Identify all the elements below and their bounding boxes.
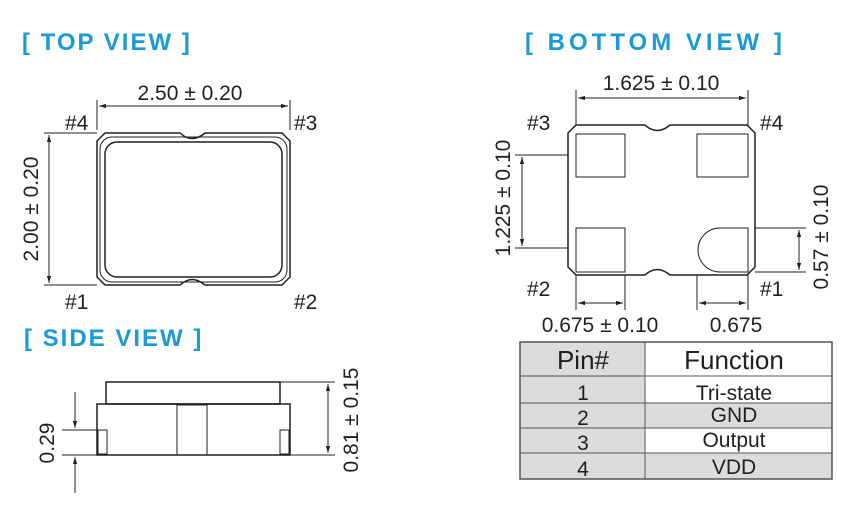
top-height-dim: 2.00 ± 0.20: [20, 157, 43, 262]
table-header-pin: Pin#: [557, 345, 610, 375]
pin-number: 1: [577, 382, 589, 405]
pad-3: [575, 133, 626, 178]
bottom-pin-1: #1: [760, 278, 783, 301]
top-pin-2: #2: [294, 291, 317, 314]
top-pin-4: #4: [65, 112, 89, 135]
pin-function: Output: [702, 429, 765, 452]
top-pin-3: #3: [294, 112, 317, 135]
pin-function: GND: [711, 404, 758, 427]
pad-1: [697, 227, 749, 273]
side-view: 0.29 0.81 ± 0.15: [36, 368, 363, 493]
top-view-title: [ TOP VIEW ]: [22, 29, 192, 56]
table-row: 2 GND: [577, 404, 757, 430]
pad-4: [696, 133, 749, 178]
table-row: 4 VDD: [577, 456, 756, 481]
bottom-pad-width-dim: 0.675 ± 0.10: [542, 314, 659, 337]
bottom-view: 1.625 ± 0.10 1.225 ± 0.10 0.57 ± 0.10 0.…: [492, 72, 833, 337]
bottom-pitch-dim: 1.625 ± 0.10: [603, 72, 720, 95]
bottom-pin-4: #4: [760, 112, 784, 135]
top-width-dim: 2.50 ± 0.20: [138, 82, 243, 105]
bottom-pin-2: #2: [527, 278, 550, 301]
pin-function-table: Pin# Function 1 Tri-state 2 GND 3 Output…: [519, 341, 833, 481]
table-row: 1 Tri-state: [577, 382, 772, 405]
top-pin-1: #1: [65, 291, 88, 314]
side-total-height-dim: 0.81 ± 0.15: [340, 368, 363, 473]
table-row: 3 Output: [577, 429, 766, 455]
bottom-view-title: [ BOTTOM VIEW ]: [525, 29, 786, 56]
pin-function: VDD: [712, 456, 756, 479]
pin-number: 4: [577, 458, 589, 481]
pin-number: 2: [577, 407, 589, 430]
bottom-vertical-dim: 1.225 ± 0.10: [492, 140, 515, 257]
table-header-function: Function: [684, 345, 784, 375]
pad-2: [575, 227, 626, 273]
pin-function: Tri-state: [696, 382, 772, 405]
top-view: 2.50 ± 0.20 2.00 ± 0.20 #1 #2 #3 #4: [20, 82, 317, 314]
pin-number: 3: [577, 432, 589, 455]
bottom-pad-height-dim: 0.57 ± 0.10: [810, 185, 833, 290]
side-view-title: [ SIDE VIEW ]: [24, 325, 203, 352]
bottom-pad-width-dim-2: 0.675: [710, 314, 763, 337]
side-pad-height-dim: 0.29: [36, 423, 59, 464]
bottom-pin-3: #3: [527, 112, 550, 135]
